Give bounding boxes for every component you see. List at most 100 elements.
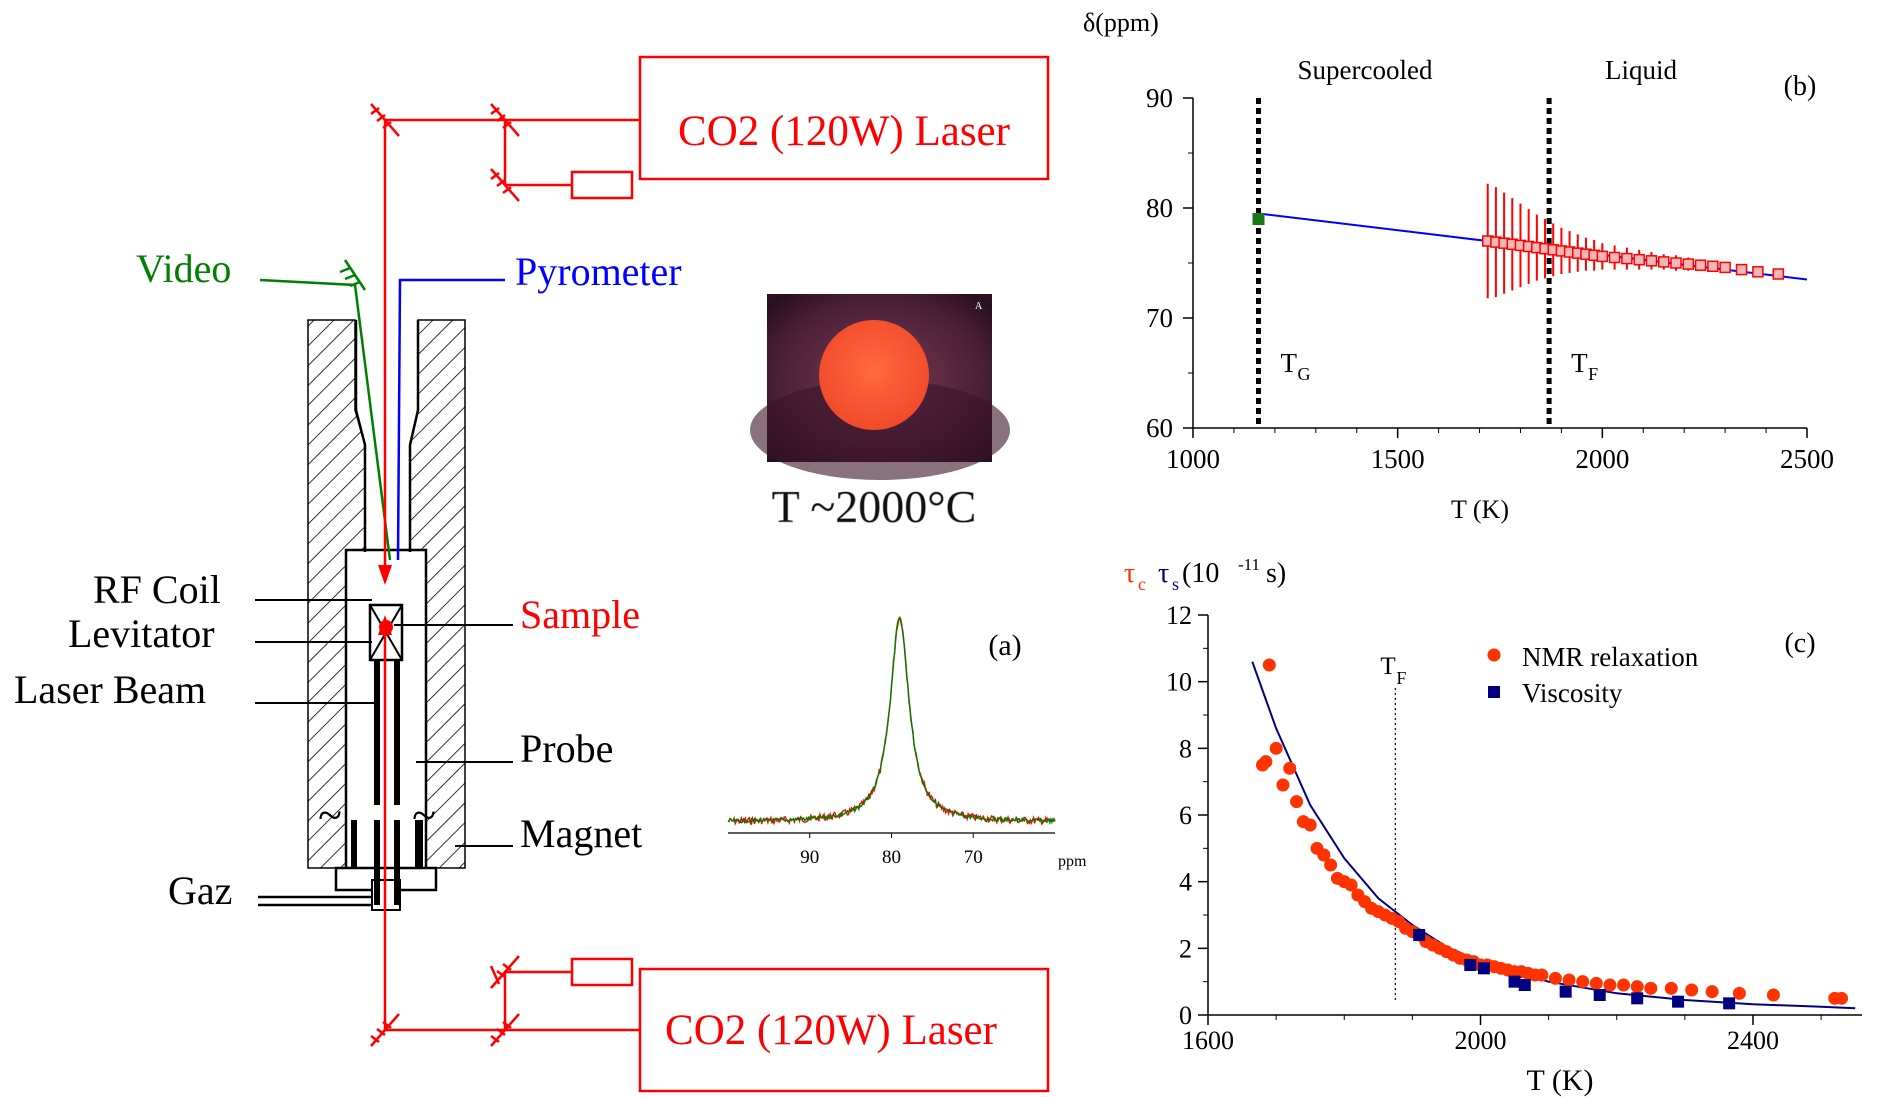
levitator-label: Levitator [68, 611, 215, 656]
chart-a-spectrum-line [727, 617, 1056, 826]
chart-c-nmr-point [1603, 978, 1617, 992]
chart-c-y-tick-label: 2 [1179, 934, 1192, 963]
chart-c-nmr-point [1576, 975, 1590, 989]
chart-c-y-label-unit-end: s) [1266, 558, 1286, 589]
chart-c-viscosity-point [1672, 995, 1685, 1008]
sample-label: Sample [520, 592, 640, 637]
chart-c-y-tick-label: 8 [1179, 734, 1192, 763]
chart-c-nmr-point [1535, 968, 1549, 982]
chart-b-data-point [1707, 260, 1719, 273]
chart-b-vline-label: T [1280, 348, 1297, 378]
chart-b-vline-subscript: F [1588, 364, 1598, 384]
chart-b-y-tick-label: 70 [1146, 303, 1173, 333]
laser-box-top [638, 55, 1050, 181]
chart-a-x-tick-label: 80 [882, 847, 901, 868]
video-label: Video [136, 246, 231, 291]
chart-b-data-point [1682, 258, 1695, 270]
chart-b-vline-label: T [1571, 348, 1588, 378]
chart-c-viscosity-point [1723, 997, 1736, 1010]
chart-b-data-point [1694, 259, 1707, 271]
chart-b-x-tick-label: 2000 [1575, 444, 1629, 474]
pyrometer-path [396, 278, 505, 561]
chart-c-viscosity-point [1464, 959, 1477, 971]
chart-c-legend-marker-viscosity [1488, 686, 1500, 698]
chart-a-x-tick-label: 90 [800, 847, 819, 868]
chart-b-data-point [1596, 250, 1609, 263]
rf-coil-label: RF Coil [93, 567, 221, 612]
chart-c-nmr-point [1259, 755, 1273, 769]
chart-c-y-tick-label: 6 [1179, 801, 1192, 830]
gaz-label: Gaz [168, 868, 232, 913]
chart-b-data-point [1735, 263, 1748, 276]
chart-b-x-tick-label: 2500 [1780, 444, 1834, 474]
chart-b-data-point [1657, 256, 1670, 268]
video-path [259, 259, 392, 561]
chart-c-y-label-exponent: -11 [1238, 555, 1260, 574]
laser-beam-label: Laser Beam [14, 667, 206, 712]
chart-c-nmr-point [1644, 981, 1658, 995]
chart-b-data-point [1608, 251, 1621, 264]
chart-b-region-label: Supercooled [1298, 55, 1433, 85]
chart-c-nmr-point [1317, 848, 1331, 862]
chart-c-nmr-point [1766, 988, 1780, 1002]
magnet-label: Magnet [520, 811, 642, 856]
laser-bottom-label: CO2 (120W) Laser [665, 1007, 997, 1054]
chart-c-x-tick-label: 2400 [1727, 1026, 1779, 1055]
levitated-sample-image [819, 320, 929, 430]
chart-c-y-tick-label: 10 [1166, 668, 1192, 697]
mirror-icons [370, 103, 520, 1047]
chart-c-nmr-point [1630, 980, 1644, 994]
photo-temperature: T ~2000°C [772, 481, 977, 532]
chart-c-viscosity-point [1508, 975, 1521, 988]
chart-c-legend-marker-nmr [1487, 648, 1501, 662]
gas-inlet [258, 895, 372, 907]
chart-c-nmr-point [1562, 973, 1576, 987]
break-tilde-left: ~ [318, 791, 342, 840]
chart-c-viscosity-point [1413, 929, 1426, 941]
chart-c-nmr-point [1290, 795, 1304, 809]
chart-c-nmr-point [1835, 991, 1849, 1005]
chart-c-x-tick-label: 1600 [1182, 1026, 1234, 1055]
chart-c-y-tick-label: 4 [1179, 868, 1192, 897]
chart-c-panel-label: (c) [1784, 628, 1815, 659]
chart-c-viscosity-point [1593, 989, 1606, 1001]
chart-c-viscosity-point [1559, 985, 1572, 998]
pyrometer-label: Pyrometer [515, 249, 682, 294]
chart-b-region-label: Liquid [1605, 55, 1677, 85]
chart-b-y-tick-label: 60 [1146, 413, 1173, 443]
chart-c-x-label: T (K) [1527, 1064, 1594, 1097]
chart-a-x-label: ppm [1058, 853, 1087, 870]
chart-b-panel-label: (b) [1784, 71, 1817, 102]
chart-c-nmr-point [1303, 818, 1317, 832]
chart-b-x-label: T (K) [1451, 495, 1509, 524]
chart-b-data-point [1633, 253, 1645, 266]
chart-c-y-tick-label: 0 [1179, 1001, 1192, 1030]
chart-c-viscosity-point [1477, 962, 1490, 975]
break-tilde-right: ~ [412, 791, 436, 840]
chart-b-data-point [1645, 255, 1658, 267]
chart-b-glass-point [1252, 213, 1265, 225]
chart-c-legend-label-nmr: NMR relaxation [1522, 642, 1699, 672]
chart-c-y-label-tau-c: τ [1124, 558, 1135, 589]
chart-c-nmr-point [1685, 983, 1699, 997]
chart-c-nmr-point [1589, 976, 1603, 990]
chart-c-nmr-point [1617, 978, 1631, 992]
chart-b-y-label: δ(ppm) [1083, 8, 1159, 37]
chart-c-legend-label-viscosity: Viscosity [1522, 678, 1623, 708]
chart-c-x-tick-label: 2000 [1455, 1026, 1507, 1055]
chart-c-nmr-point [1276, 778, 1290, 792]
chart-c-nmr-point [1548, 971, 1562, 985]
chart-c-nmr-point [1705, 985, 1719, 999]
chart-c-y-label-tau-s-sub: s [1172, 574, 1179, 594]
chart-b-vline-subscript: G [1297, 364, 1310, 384]
laser-arrows [378, 565, 393, 635]
chart-b-data-point [1752, 266, 1764, 278]
chart-c-nmr-point [1732, 986, 1746, 1000]
chart-c-nmr-point [1324, 858, 1338, 872]
chart-b-data-point [1719, 261, 1731, 274]
chart-b-data-point [1772, 268, 1785, 280]
